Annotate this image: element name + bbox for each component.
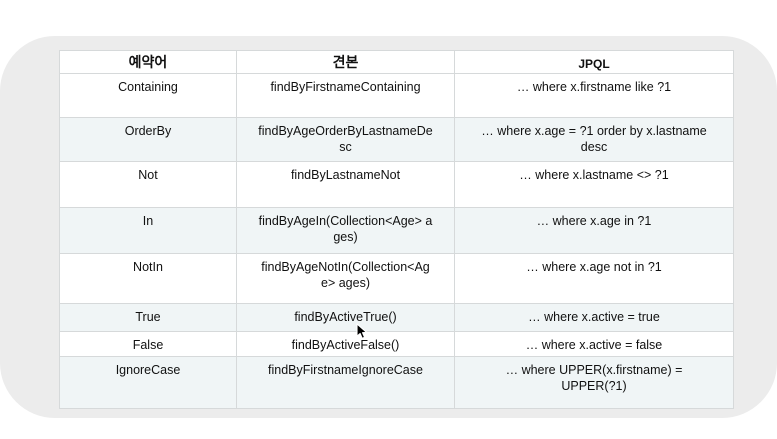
table-cell-sample: findByActiveTrue()	[236, 303, 455, 332]
table-row: Not findByLastnameNot … where x.lastname…	[59, 161, 734, 208]
table-cell-keyword: False	[59, 331, 237, 357]
table-cell-sample: findByAgeOrderByLastnameDe sc	[236, 117, 455, 162]
table-cell-keyword: OrderBy	[59, 117, 237, 162]
jpa-keyword-table: 예약어 견본 JPQL Containing findByFirstnameCo…	[59, 50, 734, 409]
column-header-sample: 견본	[236, 50, 455, 74]
table-row: OrderBy findByAgeOrderByLastnameDe sc … …	[59, 117, 734, 162]
table-cell-jpql: … where x.lastname <> ?1	[454, 161, 734, 208]
table-cell-sample: findByActiveFalse()	[236, 331, 455, 357]
column-header-keyword: 예약어	[59, 50, 237, 74]
table-cell-jpql: … where x.age not in ?1	[454, 253, 734, 304]
table-cell-sample: findByLastnameNot	[236, 161, 455, 208]
table-container: 예약어 견본 JPQL Containing findByFirstnameCo…	[59, 50, 734, 409]
table-cell-keyword: True	[59, 303, 237, 332]
table-row: True findByActiveTrue() … where x.active…	[59, 303, 734, 332]
table-row: In findByAgeIn(Collection<Age> a ges) … …	[59, 207, 734, 254]
table-cell-keyword: In	[59, 207, 237, 254]
table-row: Containing findByFirstnameContaining … w…	[59, 73, 734, 118]
table-row: NotIn findByAgeNotIn(Collection<Ag e> ag…	[59, 253, 734, 304]
column-header-jpql: JPQL	[454, 50, 734, 74]
table-cell-jpql: … where x.active = true	[454, 303, 734, 332]
table-header-row: 예약어 견본 JPQL	[59, 50, 734, 74]
table-row: False findByActiveFalse() … where x.acti…	[59, 331, 734, 357]
table-cell-jpql: … where x.active = false	[454, 331, 734, 357]
table-row: IgnoreCase findByFirstnameIgnoreCase … w…	[59, 356, 734, 409]
table-cell-sample: findByAgeIn(Collection<Age> a ges)	[236, 207, 455, 254]
table-cell-keyword: NotIn	[59, 253, 237, 304]
table-cell-keyword: Not	[59, 161, 237, 208]
table-cell-jpql: … where x.age = ?1 order by x.lastname d…	[454, 117, 734, 162]
table-cell-keyword: IgnoreCase	[59, 356, 237, 409]
table-cell-jpql: … where UPPER(x.firstname) = UPPER(?1)	[454, 356, 734, 409]
table-cell-jpql: … where x.firstname like ?1	[454, 73, 734, 118]
table-cell-sample: findByFirstnameIgnoreCase	[236, 356, 455, 409]
table-cell-sample: findByFirstnameContaining	[236, 73, 455, 118]
table-cell-sample: findByAgeNotIn(Collection<Ag e> ages)	[236, 253, 455, 304]
table-cell-keyword: Containing	[59, 73, 237, 118]
table-cell-jpql: … where x.age in ?1	[454, 207, 734, 254]
